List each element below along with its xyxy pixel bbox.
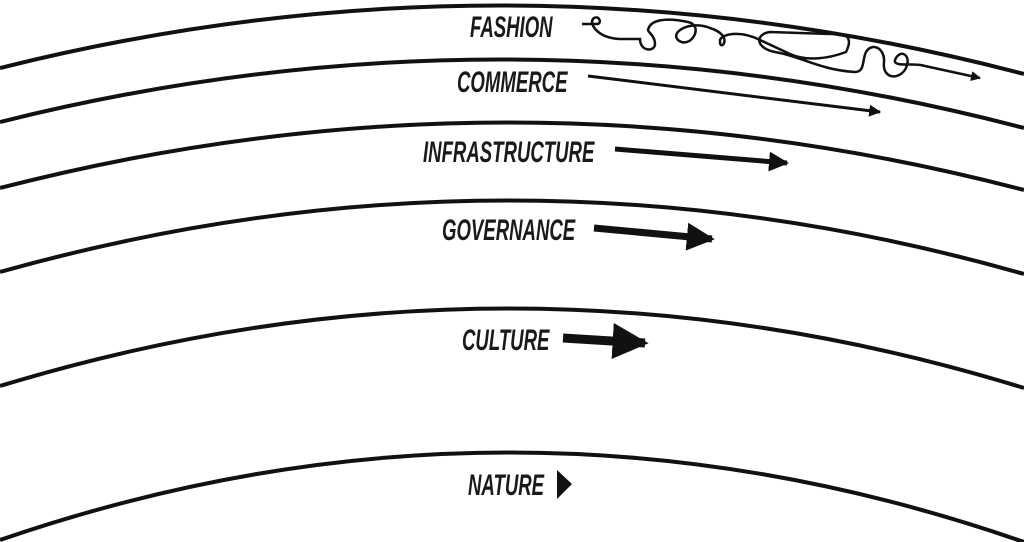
commerce-arrow-icon xyxy=(587,74,882,117)
culture-arrow-icon xyxy=(562,323,649,359)
squiggle-arrow-icon xyxy=(582,16,981,81)
layer-boundary-commerce xyxy=(0,57,1024,130)
layer-label-infrastructure: INFRASTRUCTURE xyxy=(423,136,595,170)
infrastructure-arrow-icon xyxy=(614,146,789,172)
layer-label-governance: GOVERNANCE xyxy=(442,214,576,248)
governance-arrow-icon xyxy=(593,222,715,251)
layer-boundary-fashion xyxy=(0,3,1024,76)
layer-label-nature: NATURE xyxy=(468,469,545,503)
layer-label-fashion: FASHION xyxy=(470,11,553,45)
layer-boundary-nature xyxy=(0,450,1024,542)
layer-boundary-culture xyxy=(0,306,1024,390)
nature-triangle-icon xyxy=(557,470,572,499)
layer-boundary-infrastructure xyxy=(0,120,1024,192)
layer-label-commerce: COMMERCE xyxy=(457,66,568,100)
layer-boundary-governance xyxy=(0,198,1024,276)
layer-label-culture: CULTURE xyxy=(462,324,550,358)
